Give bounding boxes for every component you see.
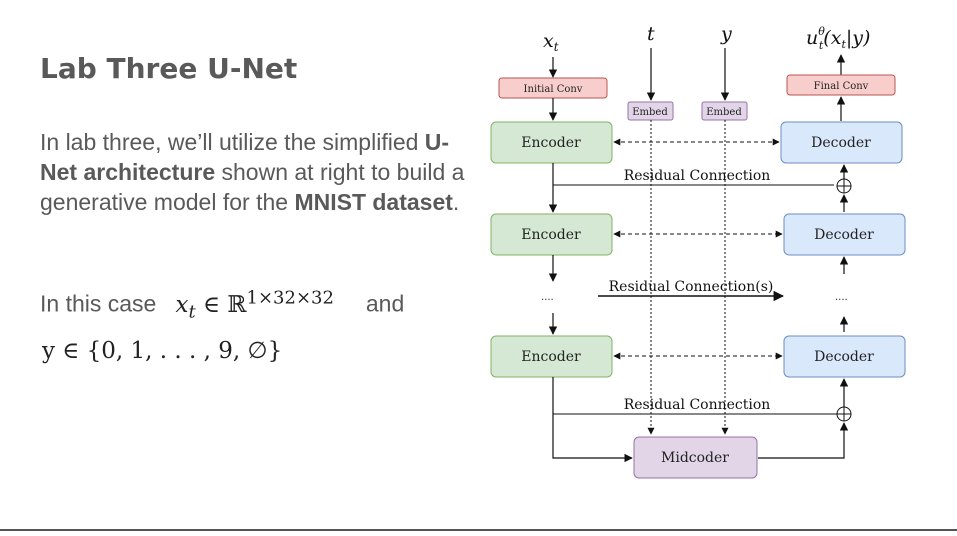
decoder-3-label: Decoder xyxy=(814,349,874,365)
case-math-sup: 1×32×32 xyxy=(246,287,334,308)
encoder-3-label: Encoder xyxy=(521,349,581,365)
decoder-1-label: Decoder xyxy=(811,135,871,151)
case-math-var: x xyxy=(175,291,189,318)
ellipsis-right: .... xyxy=(835,292,848,303)
case-and: and xyxy=(365,290,405,317)
intro-paragraph: In lab three, we’ll utilize the simplifi… xyxy=(40,127,470,217)
encoder-1-box xyxy=(490,121,613,164)
intro-bold-unet: U-Net architecture xyxy=(40,129,450,185)
intro-text-1: In lab three, we’ll utilize the simplifi… xyxy=(40,129,425,155)
case-math-sub: t xyxy=(188,301,196,323)
encoder-2-box xyxy=(490,213,613,256)
residual-middle-label: Residual Connection(s) xyxy=(609,279,774,295)
encoder-3-box xyxy=(490,335,613,378)
encoder-2-label: Encoder xyxy=(521,227,581,243)
embed-y-label: Embed xyxy=(706,107,742,118)
decoder-3-box xyxy=(783,335,906,378)
input-y-label: y xyxy=(720,23,732,45)
case-line: In this case xt ∈ ℝ1×32×32 and xyxy=(40,287,404,322)
bottom-rule xyxy=(0,529,957,531)
decoder-2-box xyxy=(783,213,906,256)
midcoder-label: Midcoder xyxy=(661,450,729,466)
residual-top-label: Residual Connection xyxy=(624,168,771,184)
path-midcoder-to-sum-bottom xyxy=(758,422,849,459)
embed-t-label: Embed xyxy=(632,107,668,118)
decoder-1-box xyxy=(780,121,903,164)
slide-title: Lab Three U-Net xyxy=(40,52,298,85)
final-conv-box xyxy=(786,74,896,96)
case-math: xt ∈ ℝ1×32×32 xyxy=(175,287,334,322)
intro-bold-mnist: MNIST dataset xyxy=(294,189,453,215)
midcoder-box xyxy=(633,436,758,479)
intro-text-3: . xyxy=(452,189,460,215)
initial-conv-label: Initial Conv xyxy=(524,84,583,95)
residual-bottom-label: Residual Connection xyxy=(624,397,771,413)
final-conv-label: Final Conv xyxy=(814,81,869,92)
input-x-label: xt xyxy=(543,30,559,54)
ellipsis-left: .... xyxy=(541,292,554,303)
encoder-1-label: Encoder xyxy=(521,135,581,151)
label-set-expression: y ∈ {0, 1, . . . , 9, ∅} xyxy=(42,338,283,364)
input-t-label: t xyxy=(647,23,655,45)
path-encoder-3-to-midcoder xyxy=(552,377,633,463)
case-math-rel: ∈ ℝ xyxy=(195,291,247,318)
case-prefix: In this case xyxy=(40,290,157,317)
intro-text-2: shown at right to build a generative mod… xyxy=(40,159,465,215)
decoder-2-label: Decoder xyxy=(814,227,874,243)
